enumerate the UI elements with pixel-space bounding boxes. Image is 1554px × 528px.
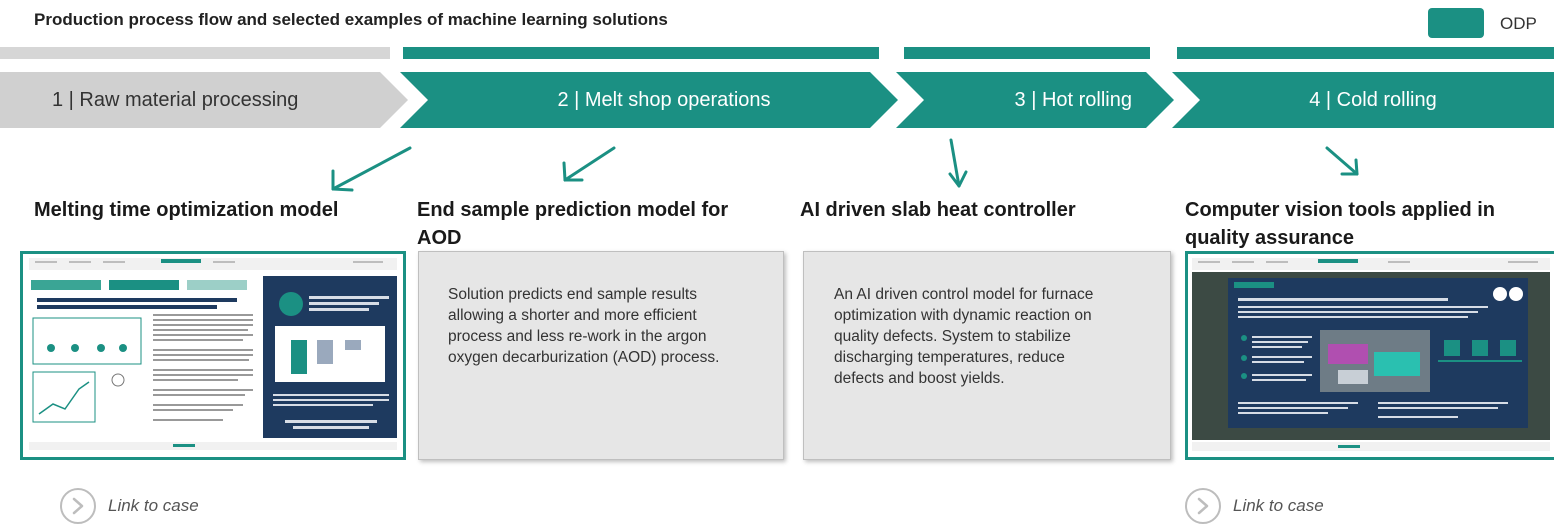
stage-label-cold-rolling: 4 | Cold rolling (1309, 88, 1437, 111)
chevron-right-circle-icon (60, 488, 96, 524)
stage-chevron-melt-shop: 2 | Melt shop operations (400, 72, 898, 128)
link-to-case-label: Link to case (1233, 496, 1324, 515)
stage-chevron-hot-rolling: 3 | Hot rolling (896, 72, 1174, 128)
stage-bar-melt-shop (403, 47, 879, 59)
stage-label-melt-shop: 2 | Melt shop operations (557, 88, 771, 111)
link-to-case-computer-vision[interactable]: Link to case (1185, 488, 1324, 524)
description-box-slab-heat (803, 251, 1171, 460)
description-text-slab-heat: An AI driven control model for furnace o… (834, 286, 1094, 387)
link-to-case-label: Link to case (108, 496, 199, 515)
arrow-down-left-icon (562, 146, 616, 182)
arrow-down-left-icon (331, 146, 412, 192)
chevron-right-circle-icon (1185, 488, 1221, 524)
stage-bar-raw-material (0, 47, 390, 59)
case-thumbnail-melting-time[interactable] (20, 251, 406, 460)
case-thumbnail-computer-vision[interactable] (1185, 251, 1554, 460)
model-title-slab-heat: AI driven slab heat controller (800, 199, 1076, 221)
arrow-down-icon (948, 138, 968, 188)
model-title-melting-time: Melting time optimization model (34, 199, 339, 221)
stage-chevron-raw-material: 1 | Raw material processing (0, 72, 408, 128)
odp-legend-label: ODP (1500, 14, 1537, 33)
description-text-end-sample: Solution predicts end sample results all… (448, 286, 720, 366)
case-page-preview-image (23, 254, 403, 457)
odp-legend-swatch (1428, 8, 1484, 38)
model-title-end-sample: End sample prediction model for AOD (417, 199, 729, 249)
stage-bar-hot-rolling (904, 47, 1150, 59)
description-box-end-sample (418, 251, 784, 460)
stage-label-raw-material: 1 | Raw material processing (52, 88, 299, 111)
stage-bar-cold-rolling (1177, 47, 1554, 59)
stage-chevron-cold-rolling: 4 | Cold rolling (1172, 72, 1554, 128)
case-page-preview-image (1188, 254, 1554, 457)
arrow-down-right-icon (1325, 146, 1359, 176)
page-title: Production process flow and selected exa… (34, 10, 668, 29)
stage-label-hot-rolling: 3 | Hot rolling (1014, 88, 1132, 111)
model-title-computer-vision: Computer vision tools applied in quality… (1185, 199, 1496, 249)
link-to-case-melting-time[interactable]: Link to case (60, 488, 199, 524)
